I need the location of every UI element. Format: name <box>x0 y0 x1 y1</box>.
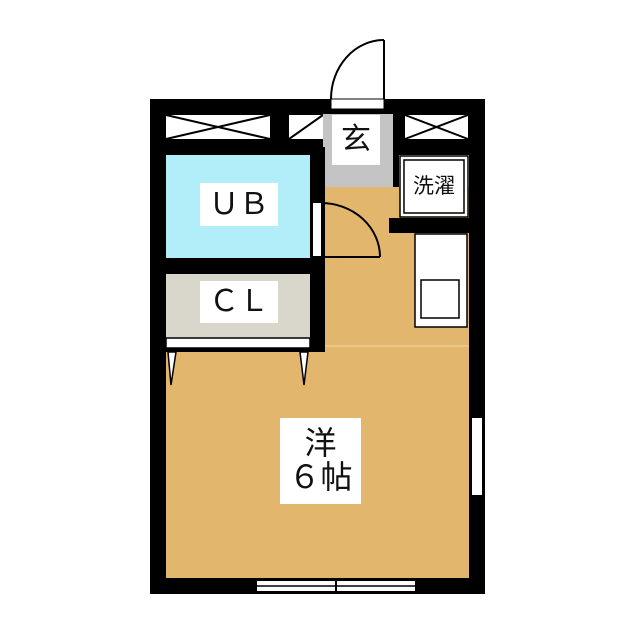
right-window <box>472 418 482 495</box>
wall-right <box>469 99 485 594</box>
closet-wall-bottom <box>166 348 325 352</box>
entrance-door-swing <box>330 39 385 100</box>
laundry-wall <box>393 147 469 155</box>
laundry-label: 洗濯 <box>405 168 463 204</box>
laundry-wall-stub <box>389 218 469 233</box>
kitchen-sink <box>420 279 460 319</box>
laundry-label-text: 洗濯 <box>413 173 455 198</box>
laundry-inner <box>403 159 465 214</box>
storage-x-left <box>165 114 271 140</box>
closet-label: ＣＬ <box>200 281 278 323</box>
closet-label-text: ＣＬ <box>209 284 269 320</box>
laundry-wall-side <box>393 147 399 187</box>
unit-bath-label: ＵＢ <box>200 183 278 226</box>
bath-door-swing <box>320 202 381 258</box>
western-room-type: 洋 <box>304 424 337 463</box>
entrance-label-text: 玄 <box>341 122 371 158</box>
closet-door-left <box>167 351 177 386</box>
wall-bath-closet <box>166 258 310 274</box>
bottom-window <box>257 578 415 594</box>
storage-x-right <box>404 114 469 140</box>
closet-door-track <box>165 337 311 349</box>
western-room-label: 洋 ６帖 <box>280 418 361 504</box>
closet-door-right <box>299 351 309 386</box>
entrance-label: 玄 <box>332 115 380 165</box>
bath-door <box>313 203 321 256</box>
wall-left <box>150 99 166 594</box>
storage-x-middle <box>288 114 324 140</box>
entrance-door-gap <box>330 98 385 110</box>
unit-bath-label-text: ＵＢ <box>209 186 269 222</box>
western-room-size: ６帖 <box>288 458 353 496</box>
